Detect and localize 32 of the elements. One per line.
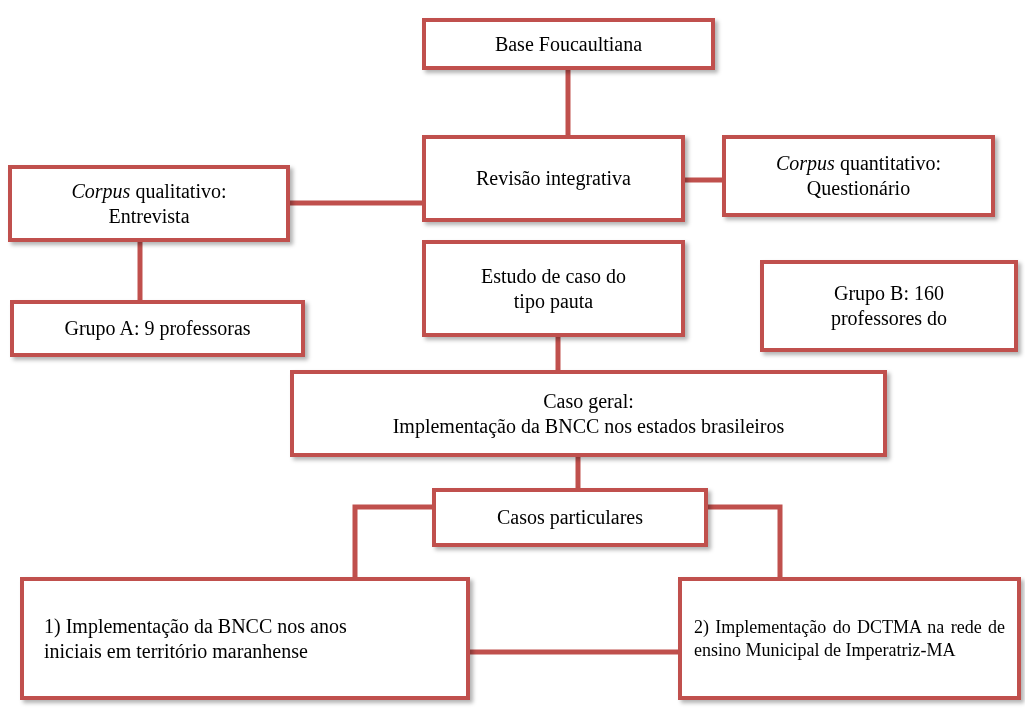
process-box bbox=[422, 135, 685, 222]
connector-line bbox=[470, 649, 678, 655]
box-text: Corpus qualitativo: Entrevista bbox=[70, 178, 228, 229]
process-box bbox=[722, 135, 995, 217]
box-text: Grupo B: 160 professores do bbox=[829, 281, 949, 331]
connector-line bbox=[575, 457, 581, 488]
box-text: Grupo A: 9 professoras bbox=[63, 316, 252, 341]
process-box bbox=[760, 260, 1018, 352]
process-box bbox=[290, 370, 887, 457]
box-text: 2) Implementação do DCTMA na rede de ensino Municipal de Imperatriz-MA bbox=[694, 616, 1005, 661]
connector-line bbox=[137, 242, 143, 300]
connector-line bbox=[290, 200, 422, 206]
box-text: Casos particulares bbox=[495, 505, 645, 530]
process-box bbox=[20, 577, 470, 700]
process-box bbox=[422, 18, 715, 70]
connector-line bbox=[565, 70, 571, 135]
process-box bbox=[8, 165, 290, 242]
box-text: Corpus quantitativo: Questionário bbox=[775, 151, 942, 201]
connector-line bbox=[685, 177, 722, 183]
process-box bbox=[678, 577, 1021, 700]
process-box bbox=[422, 240, 685, 337]
box-text: Caso geral: bbox=[542, 388, 635, 414]
connector-line bbox=[708, 504, 783, 577]
box-text: Revisão integrativa bbox=[475, 166, 632, 191]
process-box bbox=[10, 300, 305, 357]
connector-line bbox=[352, 504, 432, 577]
box-text: Estudo de caso do tipo pauta bbox=[480, 263, 627, 314]
process-box bbox=[432, 488, 708, 547]
box-text: Base Foucaultiana bbox=[493, 31, 644, 57]
box-text: Implementação da BNCC nos estados brasileiros bbox=[391, 413, 786, 439]
connector-line bbox=[555, 337, 561, 370]
box-text: 1) Implementação da BNCC nos anos iniciais em território maranhense bbox=[44, 613, 348, 664]
